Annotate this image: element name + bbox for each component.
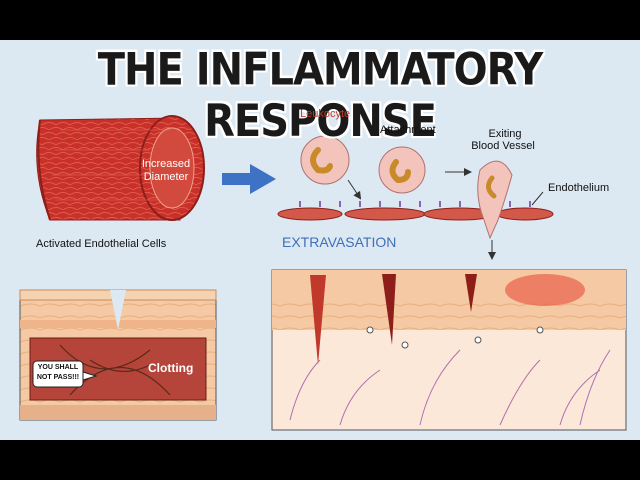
label-increased: Increased xyxy=(141,158,191,170)
tissue-panel xyxy=(271,269,627,431)
clot-panel xyxy=(19,289,217,421)
arrow-down xyxy=(347,179,362,200)
speech-line-2: NOT PASS!!! xyxy=(36,374,80,381)
page-title: THE INFLAMMATORY RESPONSE xyxy=(97,44,543,148)
label-attachment: Attachment xyxy=(380,124,436,136)
label-extravasation: EXTRAVASATION xyxy=(282,234,397,250)
label-activated-cells: Activated Endothelial Cells xyxy=(36,238,167,250)
label-blood-vessel: Blood Vessel xyxy=(471,140,535,152)
process-arrow xyxy=(222,164,276,194)
label-endothelium: Endothelium xyxy=(548,182,610,194)
dilated-vessel xyxy=(36,115,205,221)
speech-line-1: YOU SHALL xyxy=(37,364,79,371)
endothelium-pointer xyxy=(531,191,544,206)
speech-bubble xyxy=(32,360,98,388)
endothelium-row xyxy=(277,201,554,221)
label-leukocyte: Leukocyte xyxy=(300,108,351,120)
label-diameter: Diameter xyxy=(143,171,189,183)
label-exiting: Exiting xyxy=(488,128,522,140)
leukocyte-exiting xyxy=(477,160,513,240)
leukocyte-free xyxy=(300,135,350,185)
label-clotting: Clotting xyxy=(148,361,194,375)
leukocyte-attached xyxy=(378,146,426,194)
